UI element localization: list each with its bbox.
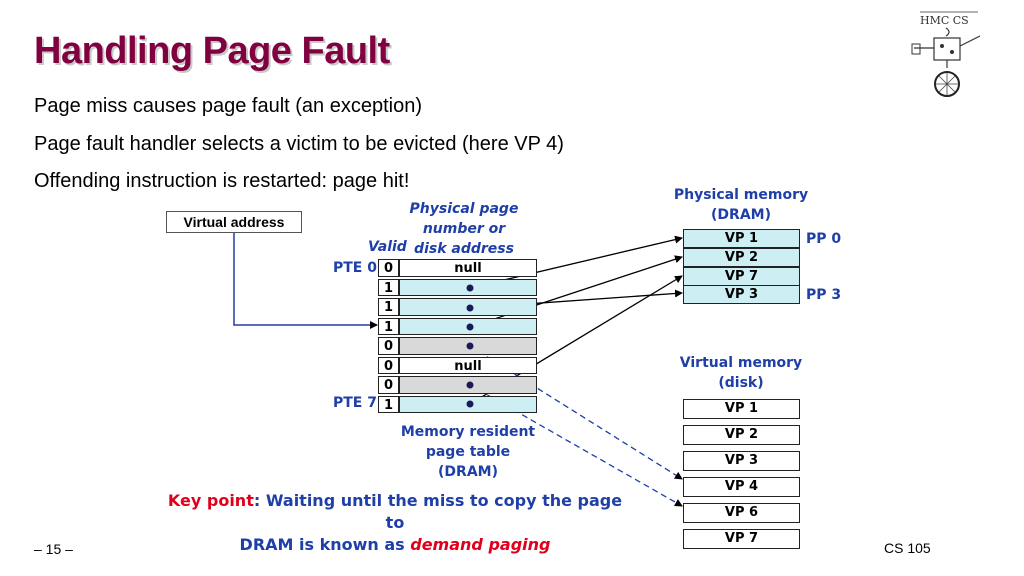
bullet-2: Page fault handler selects a victim to b…	[34, 133, 564, 155]
pte-valid-0: 0	[378, 259, 399, 277]
bullet-3: Offending instruction is restarted: page…	[34, 170, 410, 192]
key-point-line2: DRAM is known as	[239, 535, 411, 554]
ppn-header-line2: number or	[422, 221, 506, 237]
disk-page-1: VP 2	[683, 425, 800, 445]
bullet-1: Page miss causes page fault (an exceptio…	[34, 95, 422, 117]
disk-page-4: VP 6	[683, 503, 800, 523]
slide-title: Handling Page Fault	[34, 30, 390, 72]
pte-valid-7: 1	[378, 395, 399, 413]
virtual-memory-title-line1: Virtual memory	[679, 355, 803, 371]
ppn-header-line3: disk address	[414, 241, 514, 257]
virtual-address-box: Virtual address	[166, 211, 302, 233]
pointer-dot-6	[466, 381, 474, 389]
logo-text: HMC CS	[920, 14, 969, 27]
pointer-dot-7	[466, 400, 474, 408]
pp0-label: PP 0	[806, 231, 842, 247]
physical-page-2: VP 7	[683, 267, 800, 286]
pte-valid-3: 1	[378, 317, 399, 335]
disk-page-3: VP 4	[683, 477, 800, 497]
caption-line1: Memory resident	[400, 424, 536, 440]
pte0-label: PTE 0	[333, 260, 377, 276]
virtual-memory-title-line2: (disk)	[718, 375, 764, 391]
physical-memory-title-line1: Physical memory	[673, 187, 809, 203]
hmc-cs-logo: HMC CS	[908, 6, 988, 101]
disk-page-5: VP 7	[683, 529, 800, 549]
pte-addr-0: null	[399, 259, 537, 277]
physical-page-1: VP 2	[683, 248, 800, 267]
pte-valid-5: 0	[378, 356, 399, 374]
key-point-text: : Waiting until the miss to copy the pag…	[253, 491, 623, 532]
pte-valid-4: 0	[378, 337, 399, 355]
caption-line2: page table	[425, 444, 511, 460]
valid-header: Valid	[368, 239, 407, 255]
pointer-dot-4	[466, 342, 474, 350]
disk-page-0: VP 1	[683, 399, 800, 419]
pointer-dot-1	[466, 284, 474, 292]
course-label: CS 105	[884, 540, 931, 556]
pte-valid-6: 0	[378, 376, 399, 394]
virtual-memory-title: Virtual memory (disk)	[672, 353, 810, 393]
key-point: Key point: Waiting until the miss to cop…	[160, 490, 630, 556]
disk-page-2: VP 3	[683, 451, 800, 471]
physical-memory-title-line2: (DRAM)	[711, 207, 771, 223]
page-table-caption: Memory resident page table (DRAM)	[398, 422, 538, 482]
pte-addr-5: null	[399, 356, 537, 374]
key-point-label: Key point	[167, 491, 254, 510]
pointer-dot-2	[466, 304, 474, 312]
physical-page-0: VP 1	[683, 229, 800, 248]
pte-valid-1: 1	[378, 278, 399, 296]
pointer-dot-3	[466, 323, 474, 331]
key-point-emphasis: demand paging	[410, 535, 551, 554]
pte-valid-2: 1	[378, 298, 399, 316]
ppn-header-line1: Physical page	[409, 201, 519, 217]
physical-page-3: VP 3	[683, 285, 800, 304]
ppn-header: Physical page number or disk address	[405, 199, 523, 259]
page-number: – 15 –	[34, 541, 73, 557]
caption-line3: (DRAM)	[438, 464, 498, 480]
virtual-address-arrow	[233, 232, 378, 329]
physical-memory-title: Physical memory (DRAM)	[672, 185, 810, 225]
pte7-label: PTE 7	[333, 395, 377, 411]
pp3-label: PP 3	[806, 287, 842, 303]
